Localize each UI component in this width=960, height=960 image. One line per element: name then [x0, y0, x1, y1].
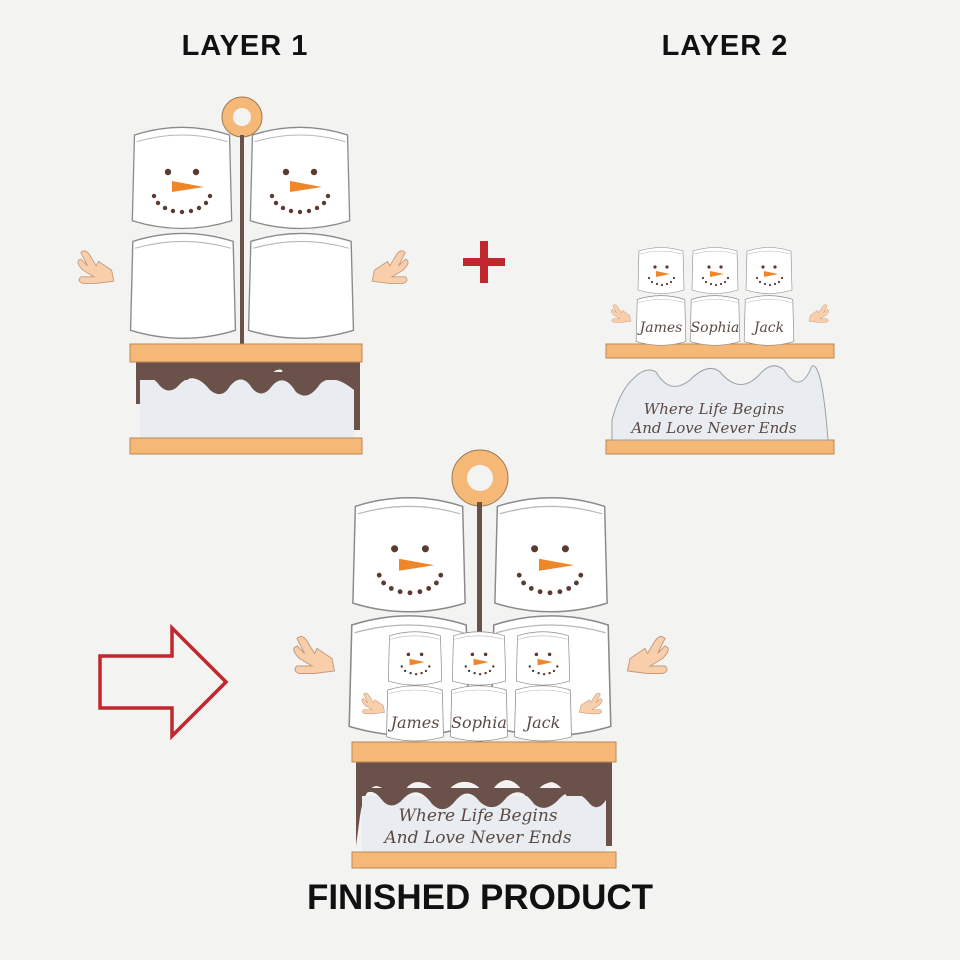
- finished-name-2: Sophia: [451, 713, 507, 732]
- finished-message-line-2: And Love Never Ends: [382, 828, 571, 848]
- finished-ornament: James Sophia Jack Where Life Begins And …: [293, 449, 669, 869]
- layer-2-ornament: James Sophia Jack Where Life Begins And …: [605, 247, 835, 455]
- layer-2-message-line-2: And Love Never Ends: [629, 419, 796, 437]
- layer-2-heading: LAYER 2: [661, 30, 789, 62]
- layer-2-name-3: Jack: [751, 320, 784, 336]
- finished-message-line-1: Where Life Begins: [398, 806, 557, 826]
- finished-product-heading: FINISHED PRODUCT: [306, 878, 654, 917]
- layer-2-name-1: James: [637, 320, 683, 336]
- plus-icon: [463, 241, 505, 283]
- layer-1-ornament: [77, 96, 409, 455]
- right-arrow-icon: [98, 623, 229, 741]
- finished-name-3: Jack: [523, 713, 561, 732]
- layer-2-name-2: Sophia: [691, 320, 740, 336]
- layer-1-heading: LAYER 1: [181, 30, 309, 62]
- layer-2-message-line-1: Where Life Begins: [644, 400, 785, 418]
- finished-name-1: James: [388, 713, 440, 732]
